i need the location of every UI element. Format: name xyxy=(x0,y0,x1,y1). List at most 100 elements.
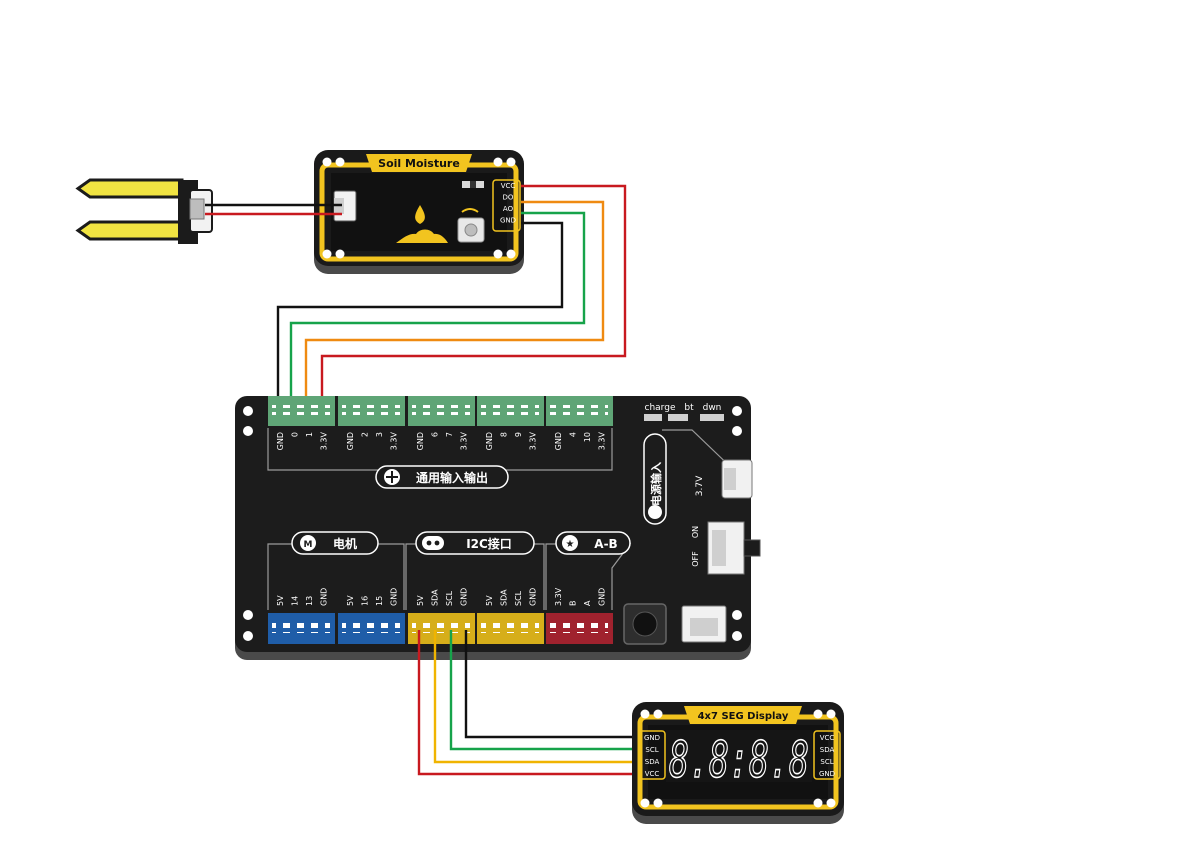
gpio-icon xyxy=(384,469,400,485)
i2c-label: I2C接口 xyxy=(466,536,512,551)
gpio-pin-label: GND xyxy=(276,432,285,450)
seg-right-pin-label: VCC xyxy=(820,734,835,742)
gpio-pin-label: 9 xyxy=(514,432,523,437)
wires-probe xyxy=(205,203,342,216)
seg-right-pin-label: SCL xyxy=(820,758,833,766)
gpio-pin-label: 8 xyxy=(500,432,509,437)
i2c-terminal-2 xyxy=(477,613,544,644)
probe-prong-top xyxy=(75,178,184,199)
svg-text:M: M xyxy=(304,540,313,550)
bottom-pin-label: 5V xyxy=(485,595,494,606)
soil-pin-label: VCC xyxy=(501,182,516,190)
adjust-arrow-icon xyxy=(461,208,479,213)
seg-module-title: 4x7 SEG Display xyxy=(698,711,789,722)
gpio-pin-label: 6 xyxy=(431,432,440,437)
switch-off-label: OFF xyxy=(691,551,700,567)
bottom-pin-label: 5V xyxy=(276,595,285,606)
soil-pin-frame xyxy=(492,179,521,232)
switch-on-label: ON xyxy=(691,526,700,538)
power-label: 电源输入 xyxy=(649,462,663,506)
gpio-terminal-4 xyxy=(477,396,544,426)
bottom-pin-label: 16 xyxy=(361,596,370,606)
battery-voltage: 3.7V xyxy=(695,475,705,496)
bottom-pin-label: 3.3V xyxy=(554,587,563,606)
bottom-pin-label: GND xyxy=(529,588,538,606)
soil-module-title: Soil Moisture xyxy=(378,157,460,170)
soil-module-title-tab xyxy=(366,154,472,172)
gpio-pin-label: GND xyxy=(485,432,494,450)
seg-left-pin-frame xyxy=(638,730,666,780)
seg-right-pin-frame xyxy=(813,730,841,780)
gpio-pin-label: 2 xyxy=(361,432,370,437)
bottom-pin-label: 14 xyxy=(291,596,300,606)
gpio-pin-label: 0 xyxy=(291,432,300,437)
power-switch-knob[interactable] xyxy=(743,539,761,557)
wire-seg-scl xyxy=(449,630,640,751)
soil-moisture-module: Soil Moisture VCC DO AO GND xyxy=(314,150,524,274)
gpio-pin-label: 3.3V xyxy=(320,431,329,450)
bottom-pin-label: 13 xyxy=(305,596,314,606)
gpio-pin-label: 10 xyxy=(583,432,592,442)
ab-label: A-B xyxy=(594,537,617,551)
power-badge xyxy=(643,433,667,525)
bottom-pin-label: SCL xyxy=(445,590,454,606)
seg-left-pin-label: VCC xyxy=(645,770,660,778)
seg-right-pin-label: SDA xyxy=(820,746,835,754)
i2c-badge xyxy=(415,531,535,555)
led-charge xyxy=(644,414,662,421)
bottom-pin-label: GND xyxy=(320,588,329,606)
gpio-terminal-5 xyxy=(546,396,613,426)
soil-pin-label: DO xyxy=(503,194,514,202)
bottom-pin-label: SDA xyxy=(500,589,509,606)
gpio-terminal-2 xyxy=(338,396,405,426)
bottom-pin-label: 5V xyxy=(416,595,425,606)
seg-digits: 8.8:8.8 xyxy=(669,731,809,789)
wires-soil-to-board xyxy=(276,184,627,403)
wires-board-to-seg xyxy=(417,630,640,776)
status-label: dwn xyxy=(703,403,722,413)
seg-left-pin-label: SCL xyxy=(645,746,658,754)
gpio-pin-label: 3.3V xyxy=(529,431,538,450)
soil-pin-label: AO xyxy=(503,205,514,213)
gpio-section-badge xyxy=(375,465,509,489)
motor-terminal-1 xyxy=(268,613,335,644)
bottom-pin-label: GND xyxy=(460,588,469,606)
gpio-pin-label: 7 xyxy=(445,432,454,437)
gpio-pin-label: 1 xyxy=(305,432,314,437)
gpio-terminal-3 xyxy=(408,396,475,426)
soil-pin-labels: VCC DO AO GND xyxy=(500,182,516,225)
gpio-section-label: 通用输入输出 xyxy=(416,470,488,485)
bottom-pin-label: SCL xyxy=(514,590,523,606)
i2c-icon xyxy=(422,536,444,550)
bottom-pin-label: A xyxy=(583,600,592,606)
wire-gnd xyxy=(276,221,564,403)
gpio-pin-label: 3.3V xyxy=(390,431,399,450)
bottom-pin-label: 15 xyxy=(375,596,384,606)
gpio-pin-label: 3 xyxy=(375,432,384,437)
ab-terminal xyxy=(546,613,613,644)
svg-text:★: ★ xyxy=(566,539,575,550)
gpio-terminal-1 xyxy=(268,396,335,426)
soil-probe xyxy=(75,178,213,244)
bottom-pin-label: B xyxy=(569,601,578,607)
gpio-pin-label: GND xyxy=(346,432,355,450)
power-plug-icon xyxy=(648,505,662,519)
gpio-pin-label: GND xyxy=(416,432,425,450)
seg-module-title-tab xyxy=(684,706,802,724)
wire-vcc xyxy=(320,184,627,403)
wire-seg-vcc xyxy=(417,630,640,776)
wire-ao xyxy=(304,200,605,403)
wire-do xyxy=(289,211,586,403)
star-icon xyxy=(562,535,578,551)
gpio-pin-label: GND xyxy=(554,432,563,450)
seg-digits-window xyxy=(666,730,812,782)
status-label: charge xyxy=(645,403,676,413)
motor-label: 电机 xyxy=(333,536,357,551)
seg-left-pin-label: SDA xyxy=(645,758,660,766)
led-dwn xyxy=(700,414,724,421)
soil-pin-label: GND xyxy=(500,217,516,225)
